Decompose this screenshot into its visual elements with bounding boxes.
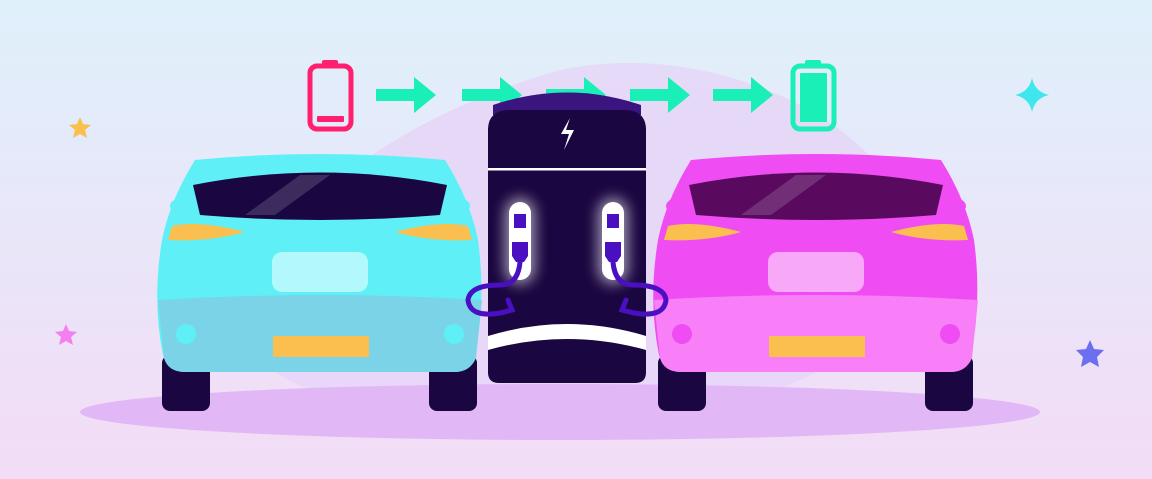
license-plate <box>273 336 369 357</box>
charging-plug-icon <box>605 242 669 317</box>
left-car <box>157 154 482 411</box>
charging-station-icon <box>465 92 669 383</box>
rear-bumper <box>158 295 482 372</box>
lightning-bolt-icon <box>561 118 574 150</box>
arrow-right-icon <box>713 77 773 113</box>
trunk-handle <box>768 252 864 292</box>
charging-plug-icon <box>465 242 528 317</box>
sparkle-star-icon <box>69 117 91 138</box>
sparkle-star-icon <box>1076 340 1104 367</box>
license-plate <box>769 336 865 357</box>
arrow-right-icon <box>630 77 690 113</box>
rear-window <box>193 172 447 220</box>
trunk-handle <box>272 252 368 292</box>
arrow-right-icon <box>376 77 436 113</box>
rear-bumper <box>654 295 978 372</box>
taillight <box>395 224 472 241</box>
taillight <box>168 224 245 241</box>
battery-low-icon <box>307 60 354 132</box>
sparkle-star-icon <box>55 324 77 345</box>
rear-window <box>689 172 943 220</box>
ground-shadow <box>80 384 1040 440</box>
right-car <box>653 154 978 411</box>
taillight <box>891 224 968 241</box>
sparkle-star-icon <box>1015 78 1049 112</box>
taillight <box>664 224 741 241</box>
battery-full-icon <box>790 60 837 132</box>
